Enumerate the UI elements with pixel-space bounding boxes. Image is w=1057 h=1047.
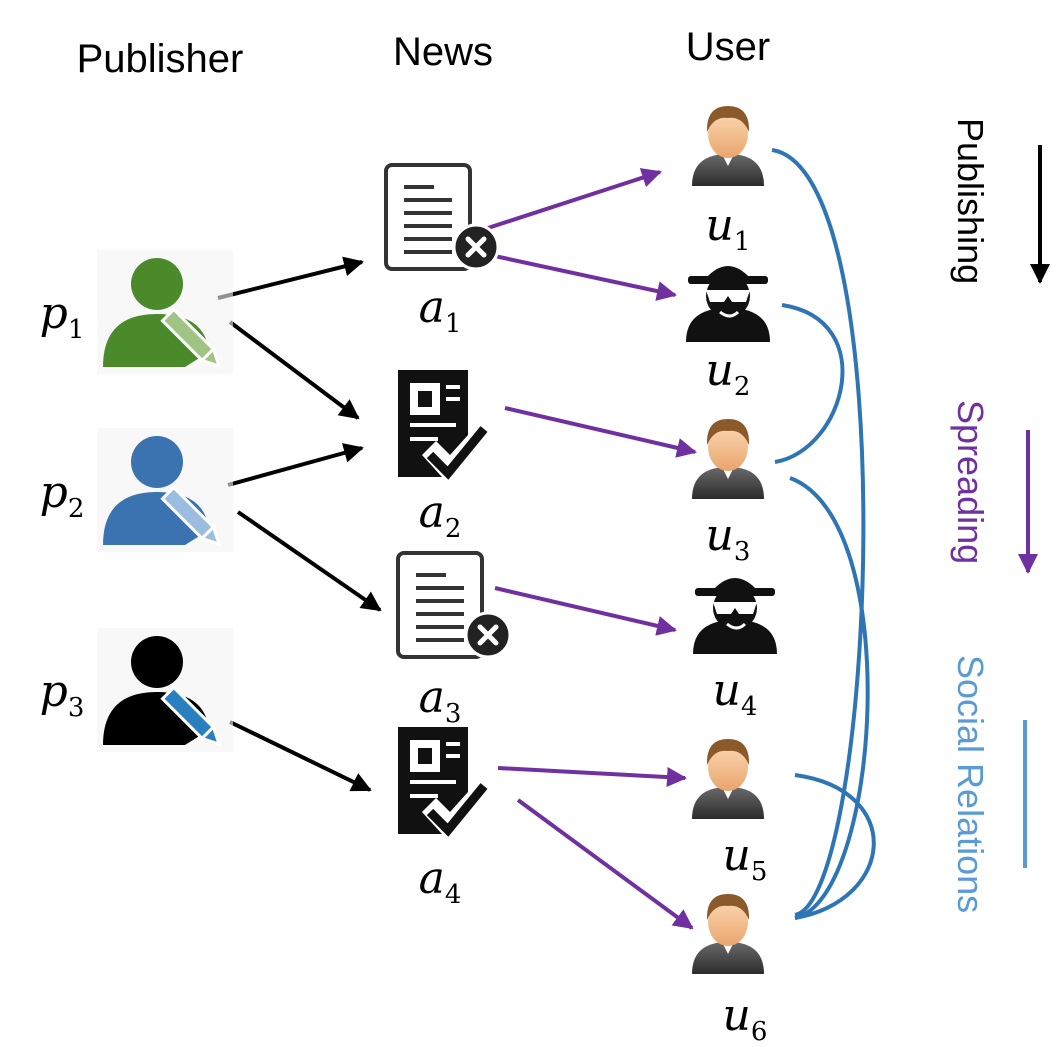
spreading-edge-a1-u2: [489, 253, 677, 301]
user-avatar-icon-u6: [692, 894, 764, 974]
user-label-u6: u6: [723, 990, 768, 1047]
spy-user-icon-u2: [686, 266, 770, 342]
publisher-p1-icon: [97, 250, 233, 374]
column-header-news: News: [393, 30, 493, 74]
publisher-p3-icon: [97, 628, 233, 752]
social-edge-u5-u6: [794, 773, 876, 920]
publisher-label-p3: p3: [40, 666, 85, 723]
publishing-edge-p3-a4: [229, 720, 372, 792]
nodes-layer: p1 p2 p3 a1 a2 a3 a4 u1 u2 u3 u4 u5 u6: [40, 106, 777, 1047]
publishing-edge-p2-a3: [236, 510, 382, 612]
user-label-u5: u5: [723, 830, 768, 887]
spreading-edge-a4-u6: [516, 798, 694, 930]
user-avatar-icon-u1: [692, 106, 764, 186]
news-label-a1: a1: [419, 282, 462, 339]
social-edge-u3-u6: [789, 476, 870, 920]
user-label-u2: u2: [706, 345, 751, 402]
spreading-edge-a1-u1: [487, 168, 662, 230]
publishing-edge-p1-a1: [217, 256, 364, 300]
social-edge-u2-u3: [774, 303, 845, 464]
true-news-document-icon-a2: [398, 370, 488, 480]
legend-label-0: Publishing: [950, 118, 991, 284]
fake-news-document-icon-a3: [396, 551, 512, 659]
user-label-u4: u4: [713, 665, 758, 722]
edges-layer: [217, 148, 876, 930]
publishing-edge-p1-a2: [228, 320, 360, 420]
publishing-edge-p2-a2: [227, 443, 364, 487]
publisher-p2-icon: [97, 428, 233, 552]
publisher-label-p1: p1: [40, 288, 85, 345]
fake-news-document-icon-a1: [384, 163, 500, 271]
true-news-document-icon-a4: [398, 727, 488, 837]
user-avatar-icon-u5: [692, 739, 764, 819]
user-label-u3: u3: [706, 510, 751, 567]
publisher-label-p2: p2: [40, 467, 85, 524]
legend-label-2: Social Relations: [950, 655, 991, 913]
spreading-edge-a2-u3: [504, 406, 697, 458]
news-label-a3: a3: [419, 672, 462, 729]
social-edge-u1-u6: [771, 148, 866, 917]
spreading-edge-a4-u5: [497, 766, 687, 788]
legend-label-1: Spreading: [950, 400, 991, 564]
news-label-a2: a2: [419, 487, 462, 544]
spreading-edge-a3-u4: [494, 586, 677, 636]
column-header-user: User: [686, 25, 770, 69]
user-avatar-icon-u3: [692, 419, 764, 499]
column-header-publisher: Publisher: [77, 37, 244, 81]
spy-user-icon-u4: [693, 578, 777, 654]
news-label-a4: a4: [419, 853, 462, 910]
user-label-u1: u1: [706, 200, 751, 257]
